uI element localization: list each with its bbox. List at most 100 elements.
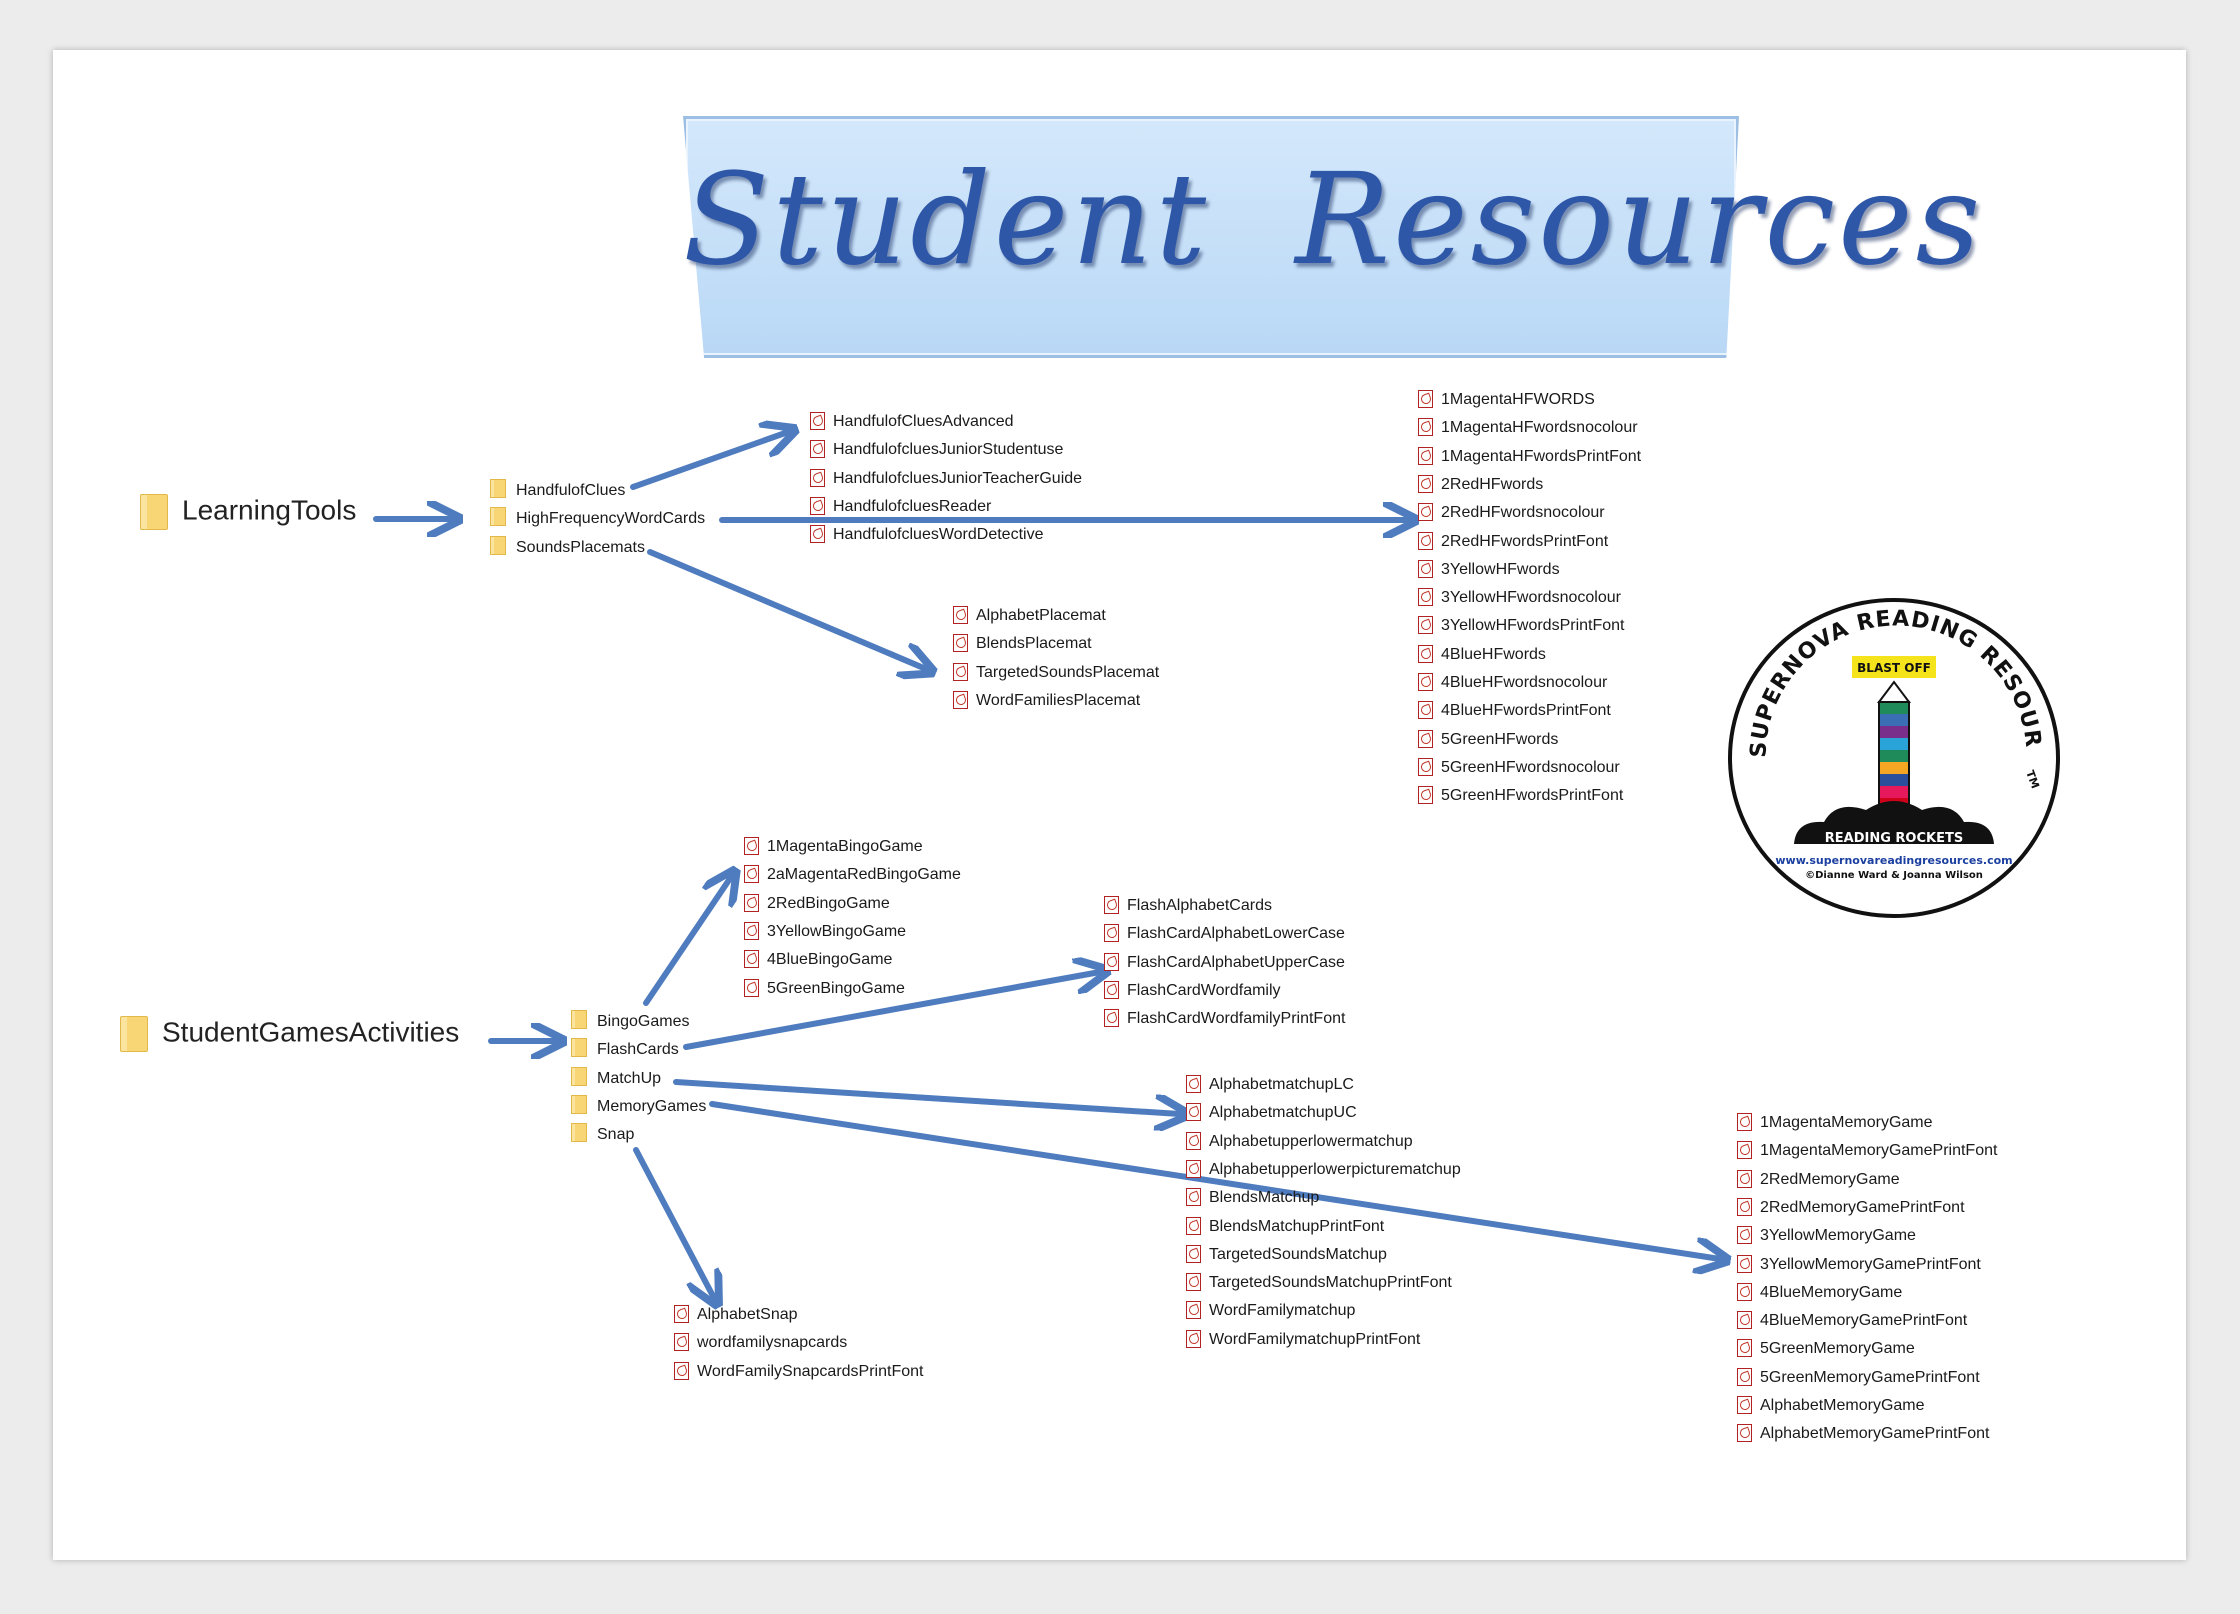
pdf-file-item[interactable]: 2RedMemoryGamePrintFont (1737, 1195, 1965, 1221)
pdf-file-item[interactable]: WordFamilymatchup (1186, 1298, 1355, 1324)
pdf-file-item[interactable]: 1MagentaHFwordsnocolour (1418, 415, 1638, 441)
pdf-icon (1737, 1311, 1752, 1330)
pdf-file-item[interactable]: AlphabetmatchupLC (1186, 1072, 1354, 1098)
pdf-file-item[interactable]: 4BlueMemoryGamePrintFont (1737, 1308, 1967, 1334)
pdf-file-item[interactable]: TargetedSoundsMatchupPrintFont (1186, 1270, 1452, 1296)
pdf-file-item[interactable]: 3YellowMemoryGamePrintFont (1737, 1252, 1981, 1278)
pdf-file-item[interactable]: 5GreenHFwords (1418, 727, 1558, 753)
pdf-file-item[interactable]: FlashCardAlphabetLowerCase (1104, 921, 1345, 947)
pdf-file-item[interactable]: 3YellowMemoryGame (1737, 1223, 1916, 1249)
pdf-file-item[interactable]: 2RedHFwords (1418, 472, 1543, 498)
pdf-file-item[interactable]: BlendsMatchupPrintFont (1186, 1214, 1384, 1240)
pdf-icon (1418, 588, 1433, 607)
pdf-file-item[interactable]: 5GreenHFwordsPrintFont (1418, 783, 1623, 809)
pdf-file-item[interactable]: 3YellowBingoGame (744, 919, 906, 945)
pdf-file-item[interactable]: 3YellowHFwordsPrintFont (1418, 613, 1624, 639)
pdf-file-item[interactable]: 5GreenBingoGame (744, 976, 905, 1002)
pdf-file-item[interactable]: AlphabetMemoryGame (1737, 1393, 1925, 1419)
pdf-file-item[interactable]: Alphabetupperlowermatchup (1186, 1129, 1413, 1155)
pdf-file-item[interactable]: 1MagentaBingoGame (744, 834, 923, 860)
pdf-icon (1418, 446, 1433, 465)
pdf-icon (1737, 1282, 1752, 1301)
pdf-file-item[interactable]: 1MagentaMemoryGamePrintFont (1737, 1138, 1997, 1164)
pdf-file-item[interactable]: 2RedHFwordsPrintFont (1418, 529, 1608, 555)
pdf-file-item[interactable]: wordfamilysnapcards (674, 1330, 847, 1356)
pdf-file-item[interactable]: AlphabetSnap (674, 1302, 798, 1328)
pdf-file-item[interactable]: 3YellowHFwordsnocolour (1418, 585, 1621, 611)
root-label: LearningTools (182, 494, 357, 526)
pdf-icon (1104, 924, 1119, 943)
pdf-file-item[interactable]: 3YellowHFwords (1418, 557, 1560, 583)
file-label: AlphabetMemoryGamePrintFont (1760, 1425, 1990, 1443)
file-label: HandfulofcluesJuniorTeacherGuide (833, 469, 1083, 487)
folder-label: FlashCards (597, 1041, 679, 1059)
pdf-file-item[interactable]: FlashCardWordfamily (1104, 978, 1281, 1004)
pdf-file-item[interactable]: FlashCardAlphabetUpperCase (1104, 950, 1345, 976)
folder-item[interactable]: MatchUp (571, 1066, 661, 1092)
pdf-file-item[interactable]: TargetedSoundsMatchup (1186, 1242, 1387, 1268)
file-label: WordFamilymatchup (1209, 1302, 1356, 1320)
pdf-file-item[interactable]: BlendsPlacemat (953, 631, 1092, 657)
pdf-icon (1104, 1009, 1119, 1028)
pdf-file-item[interactable]: WordFamilymatchupPrintFont (1186, 1327, 1420, 1353)
pdf-icon (810, 468, 825, 487)
root-folder-studentgamesactivities[interactable]: StudentGamesActivities (120, 1016, 459, 1052)
pdf-icon (1418, 616, 1433, 635)
folder-item[interactable]: Snap (571, 1122, 634, 1148)
folder-item[interactable]: SoundsPlacemats (490, 535, 645, 561)
pdf-file-item[interactable]: 1MagentaMemoryGame (1737, 1110, 1933, 1136)
pdf-icon (674, 1333, 689, 1352)
folder-item[interactable]: BingoGames (571, 1009, 690, 1035)
pdf-file-item[interactable]: FlashAlphabetCards (1104, 893, 1272, 919)
pdf-file-item[interactable]: 4BlueBingoGame (744, 947, 892, 973)
pdf-icon (1737, 1113, 1752, 1131)
pdf-file-item[interactable]: 4BlueMemoryGame (1737, 1280, 1902, 1306)
pdf-icon (1186, 1159, 1201, 1178)
root-label: StudentGamesActivities (162, 1016, 460, 1048)
pdf-icon (1186, 1103, 1201, 1122)
pdf-file-item[interactable]: HandfulofcluesJuniorStudentuse (810, 437, 1063, 463)
file-label: BlendsMatchup (1209, 1189, 1320, 1207)
pdf-file-item[interactable]: 2RedMemoryGame (1737, 1167, 1900, 1193)
file-label: FlashAlphabetCards (1127, 897, 1272, 914)
folder-item[interactable]: HighFrequencyWordCards (490, 506, 705, 532)
pdf-file-item[interactable]: 2aMagentaRedBingoGame (744, 862, 961, 888)
pdf-file-item[interactable]: 5GreenMemoryGame (1737, 1336, 1915, 1362)
pdf-icon (1104, 896, 1119, 914)
folder-icon (571, 1010, 587, 1029)
pdf-file-item[interactable]: TargetedSoundsPlacemat (953, 660, 1159, 686)
pdf-file-item[interactable]: 4BlueHFwords (1418, 642, 1546, 668)
pdf-file-item[interactable]: 5GreenMemoryGamePrintFont (1737, 1365, 1980, 1391)
pdf-file-item[interactable]: AlphabetPlacemat (953, 603, 1106, 629)
pdf-file-item[interactable]: AlphabetmatchupUC (1186, 1100, 1357, 1126)
pdf-file-item[interactable]: HandfulofcluesJuniorTeacherGuide (810, 466, 1082, 492)
pdf-file-item[interactable]: 4BlueHFwordsPrintFont (1418, 698, 1611, 724)
arrow-flashcards (683, 972, 1100, 1050)
pdf-file-item[interactable]: HandfulofcluesWordDetective (810, 522, 1043, 548)
pdf-icon (1186, 1216, 1201, 1235)
pdf-icon (1737, 1226, 1752, 1245)
pdf-file-item[interactable]: 1MagentaHFWORDS (1418, 387, 1595, 413)
pdf-file-item[interactable]: HandfulofCluesAdvanced (810, 409, 1014, 435)
pdf-file-item[interactable]: HandfulofcluesReader (810, 494, 991, 520)
folder-label: Snap (597, 1126, 635, 1144)
root-folder-learningtools[interactable]: LearningTools (140, 494, 356, 530)
pdf-file-item[interactable]: Alphabetupperlowerpicturematchup (1186, 1157, 1461, 1183)
title-banner (683, 116, 1739, 358)
pdf-icon (1104, 980, 1119, 999)
pdf-file-item[interactable]: FlashCardWordfamilyPrintFont (1104, 1006, 1345, 1032)
folder-item[interactable]: MemoryGames (571, 1094, 706, 1120)
folder-item[interactable]: HandfulofClues (490, 478, 625, 504)
pdf-file-item[interactable]: 2RedBingoGame (744, 891, 890, 917)
pdf-file-item[interactable]: 1MagentaHFwordsPrintFont (1418, 444, 1641, 470)
pdf-file-item[interactable]: WordFamilySnapcardsPrintFont (674, 1359, 923, 1385)
pdf-file-item[interactable]: WordFamiliesPlacemat (953, 688, 1140, 714)
pdf-file-item[interactable]: BlendsMatchup (1186, 1185, 1319, 1211)
pdf-file-item[interactable]: 2RedHFwordsnocolour (1418, 500, 1605, 526)
file-label: 1MagentaHFWORDS (1441, 391, 1595, 408)
pdf-file-item[interactable]: 4BlueHFwordsnocolour (1418, 670, 1607, 696)
pdf-file-item[interactable]: AlphabetMemoryGamePrintFont (1737, 1421, 1989, 1447)
file-label: 1MagentaMemoryGamePrintFont (1760, 1142, 1998, 1160)
pdf-file-item[interactable]: 5GreenHFwordsnocolour (1418, 755, 1620, 781)
folder-item[interactable]: FlashCards (571, 1037, 679, 1063)
